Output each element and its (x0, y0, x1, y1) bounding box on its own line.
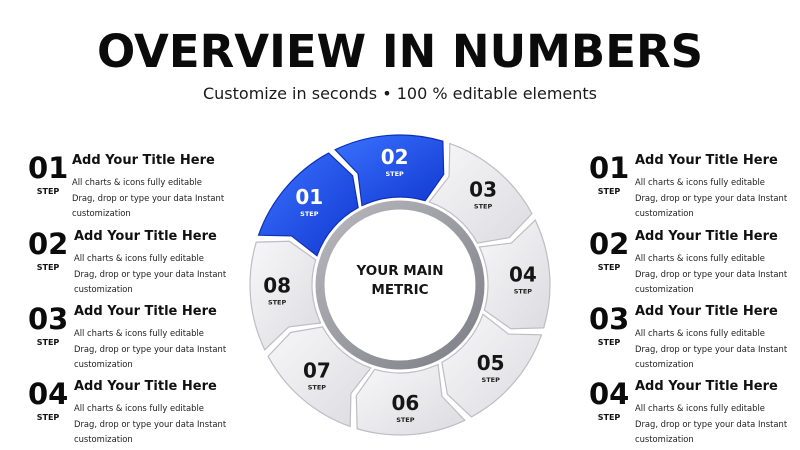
right-step-2: 02 STEP Add Your Title Here All charts &… (589, 227, 799, 297)
segment-step-label: STEP (268, 298, 287, 306)
segment-number: 06 (391, 391, 419, 415)
segment-step-label: STEP (482, 376, 501, 384)
step-title: Add Your Title Here (635, 304, 778, 319)
step-number: 03 (28, 302, 69, 336)
page-subtitle: Customize in seconds • 100 % editable el… (202, 84, 598, 103)
description-line: All charts & icons fully editable (635, 328, 765, 338)
description-line: Drag, drop or type your data Instant (74, 343, 227, 354)
segment-number: 08 (263, 273, 291, 297)
step-label: STEP (36, 263, 60, 272)
step-description: All charts & icons fully editable Drag, … (635, 251, 795, 298)
description-line: customization (635, 434, 694, 444)
step-number: 01 (28, 151, 69, 185)
right-step-3: 03 STEP Add Your Title Here All charts &… (589, 302, 799, 372)
step-description: All charts & icons fully editable Drag, … (74, 251, 234, 298)
step-number: 01 (589, 151, 630, 185)
step-title: Add Your Title Here (635, 153, 778, 168)
segment-number: 03 (469, 177, 497, 201)
description-line: customization (635, 359, 694, 369)
step-label: STEP (597, 263, 621, 272)
cycle-segment-06 (355, 363, 466, 436)
description-line: customization (635, 208, 694, 218)
description-line: Drag, drop or type your data Instant (635, 418, 788, 429)
step-number: 03 (589, 302, 630, 336)
description-line: customization (74, 359, 133, 369)
segment-step-label: STEP (385, 170, 404, 178)
segment-number: 02 (381, 145, 409, 169)
center-disc (325, 210, 475, 360)
description-line: Drag, drop or type your data Instant (635, 192, 788, 203)
description-line: All charts & icons fully editable (74, 403, 204, 413)
description-line: All charts & icons fully editable (74, 328, 204, 338)
center-metric-line: METRIC (371, 282, 429, 298)
step-description: All charts & icons fully editable Drag, … (635, 175, 795, 222)
step-label: STEP (597, 187, 621, 196)
step-title: Add Your Title Here (635, 229, 778, 244)
description-line: customization (635, 284, 694, 294)
step-title: Add Your Title Here (74, 304, 217, 319)
cycle-segment-05 (441, 313, 543, 418)
center-metric-line: YOUR MAIN (356, 263, 444, 279)
description-line: Drag, drop or type your data Instant (72, 192, 225, 203)
description-line: All charts & icons fully editable (72, 177, 202, 187)
segment-step-label: STEP (300, 210, 319, 218)
step-description: All charts & icons fully editable Drag, … (635, 401, 795, 448)
left-step-3: 03 STEP Add Your Title Here All charts &… (28, 302, 238, 372)
step-label: STEP (597, 338, 621, 347)
step-label: STEP (36, 187, 60, 196)
description-line: All charts & icons fully editable (74, 253, 204, 263)
description-line: Drag, drop or type your data Instant (635, 268, 788, 279)
step-number: 04 (589, 377, 630, 411)
cycle-segment-02 (334, 134, 445, 207)
cycle-segment-03 (428, 142, 533, 244)
description-line: Drag, drop or type your data Instant (74, 418, 227, 429)
cycle-segment-04 (478, 219, 551, 330)
description-line: customization (74, 434, 133, 444)
step-label: STEP (36, 413, 60, 422)
segment-step-label: STEP (474, 202, 493, 210)
step-label: STEP (36, 338, 60, 347)
page-title: OVERVIEW IN NUMBERS (96, 25, 704, 78)
cycle-segment-07 (267, 326, 372, 428)
description-line: Drag, drop or type your data Instant (635, 343, 788, 354)
step-number: 02 (28, 227, 69, 261)
description-line: All charts & icons fully editable (635, 253, 765, 263)
description-line: customization (72, 208, 131, 218)
step-description: All charts & icons fully editable Drag, … (635, 326, 795, 373)
left-step-2: 02 STEP Add Your Title Here All charts &… (28, 227, 238, 297)
left-step-1: 01 STEP Add Your Title Here All charts &… (28, 151, 238, 221)
cycle-labels: 01STEP02STEP03STEP04STEP05STEP06STEP07ST… (263, 145, 537, 424)
step-label: STEP (597, 413, 621, 422)
segment-number: 04 (509, 263, 537, 287)
description-line: customization (74, 284, 133, 294)
cycle-segment-01 (257, 152, 359, 257)
step-title: Add Your Title Here (74, 229, 217, 244)
step-title: Add Your Title Here (635, 379, 778, 394)
segment-step-label: STEP (396, 416, 415, 424)
step-number: 02 (589, 227, 630, 261)
segment-step-label: STEP (514, 288, 533, 296)
inner-ring (315, 200, 485, 370)
right-step-1: 01 STEP Add Your Title Here All charts &… (589, 151, 799, 221)
segment-step-label: STEP (308, 384, 327, 392)
step-description: All charts & icons fully editable Drag, … (74, 326, 234, 373)
cycle-segments (249, 134, 551, 436)
step-title: Add Your Title Here (74, 379, 217, 394)
description-line: All charts & icons fully editable (635, 403, 765, 413)
left-step-4: 04 STEP Add Your Title Here All charts &… (28, 377, 238, 447)
cycle-segment-08 (249, 240, 322, 351)
description-line: All charts & icons fully editable (635, 177, 765, 187)
center-metric: YOUR MAIN METRIC (340, 262, 460, 300)
right-step-4: 04 STEP Add Your Title Here All charts &… (589, 377, 799, 447)
segment-number: 07 (303, 359, 331, 383)
segment-number: 01 (295, 185, 323, 209)
step-description: All charts & icons fully editable Drag, … (74, 401, 234, 448)
segment-number: 05 (477, 351, 505, 375)
description-line: Drag, drop or type your data Instant (74, 268, 227, 279)
step-description: All charts & icons fully editable Drag, … (72, 175, 232, 222)
step-number: 04 (28, 377, 69, 411)
step-title: Add Your Title Here (72, 153, 215, 168)
